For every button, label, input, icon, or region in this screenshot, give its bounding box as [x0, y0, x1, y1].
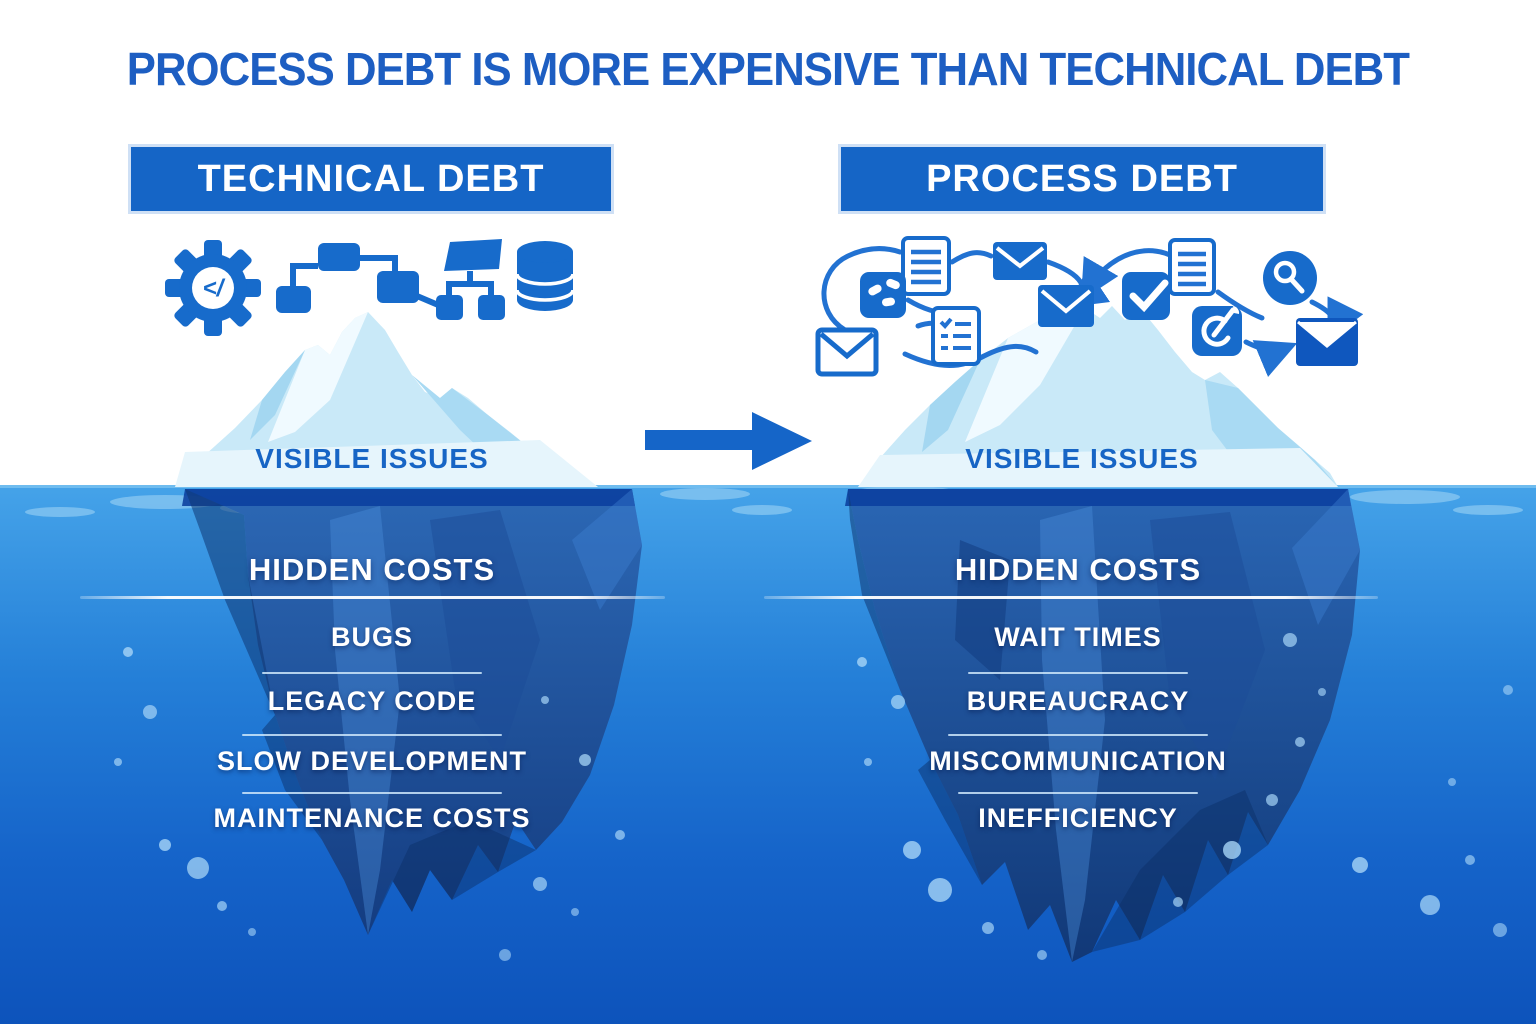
left-hidden-costs-title: HIDDEN COSTS [248, 552, 496, 587]
checklist-icon [931, 306, 981, 366]
comparison-arrow [645, 412, 812, 470]
svg-text:</: </ [203, 275, 226, 302]
right-iceberg-peak [858, 306, 1338, 487]
hidden-item: MAINTENANCE COSTS [213, 803, 531, 833]
pen-icon [1192, 306, 1242, 356]
document-icon [901, 236, 951, 296]
email-icon [1038, 285, 1094, 327]
divider [242, 792, 502, 794]
hidden-item: BUGS [330, 622, 413, 652]
right-icons [815, 236, 1364, 377]
divider [80, 596, 665, 599]
document-icon [1168, 238, 1216, 296]
gear-code-icon: </ [165, 240, 261, 336]
divider [242, 734, 502, 736]
page-title: PROCESS DEBT IS MORE EXPENSIVE THAN TECH… [126, 43, 1410, 95]
left-visible-issues-label: VISIBLE ISSUES [255, 443, 489, 474]
right-visible-issues-label: VISIBLE ISSUES [965, 443, 1199, 474]
flowchart-icon [276, 243, 452, 313]
sitemap-icon [436, 239, 505, 320]
hidden-item: LEGACY CODE [267, 686, 477, 716]
bubbles [114, 633, 1513, 961]
technical-debt-banner: TECHNICAL DEBT [128, 144, 614, 214]
left-iceberg-peak [175, 312, 598, 487]
hidden-item: BUREAUCRACY [966, 686, 1190, 716]
divider [958, 792, 1198, 794]
process-debt-banner: PROCESS DEBT [838, 144, 1326, 214]
left-icons: </ [165, 239, 575, 336]
divider [764, 596, 1378, 599]
technical-debt-banner-label: TECHNICAL DEBT [197, 157, 545, 200]
email-icon [1296, 318, 1358, 366]
right-hidden-costs-title: HIDDEN COSTS [954, 552, 1202, 587]
divider [968, 672, 1188, 674]
email-icon [993, 242, 1047, 280]
hidden-item: SLOW DEVELOPMENT [216, 746, 527, 776]
hidden-item: WAIT TIMES [994, 622, 1162, 652]
divider [262, 672, 482, 674]
divider [948, 734, 1208, 736]
left-iceberg-underwater [182, 489, 642, 935]
database-icon [515, 241, 575, 311]
process-debt-banner-label: PROCESS DEBT [926, 157, 1238, 200]
hidden-item: MISCOMMUNICATION [929, 746, 1227, 776]
broken-link-icon [860, 272, 906, 318]
magnifier-icon [1263, 251, 1317, 305]
hidden-item: INEFFICIENCY [978, 803, 1178, 833]
email-icon [815, 327, 879, 377]
check-square-icon [1122, 272, 1170, 320]
